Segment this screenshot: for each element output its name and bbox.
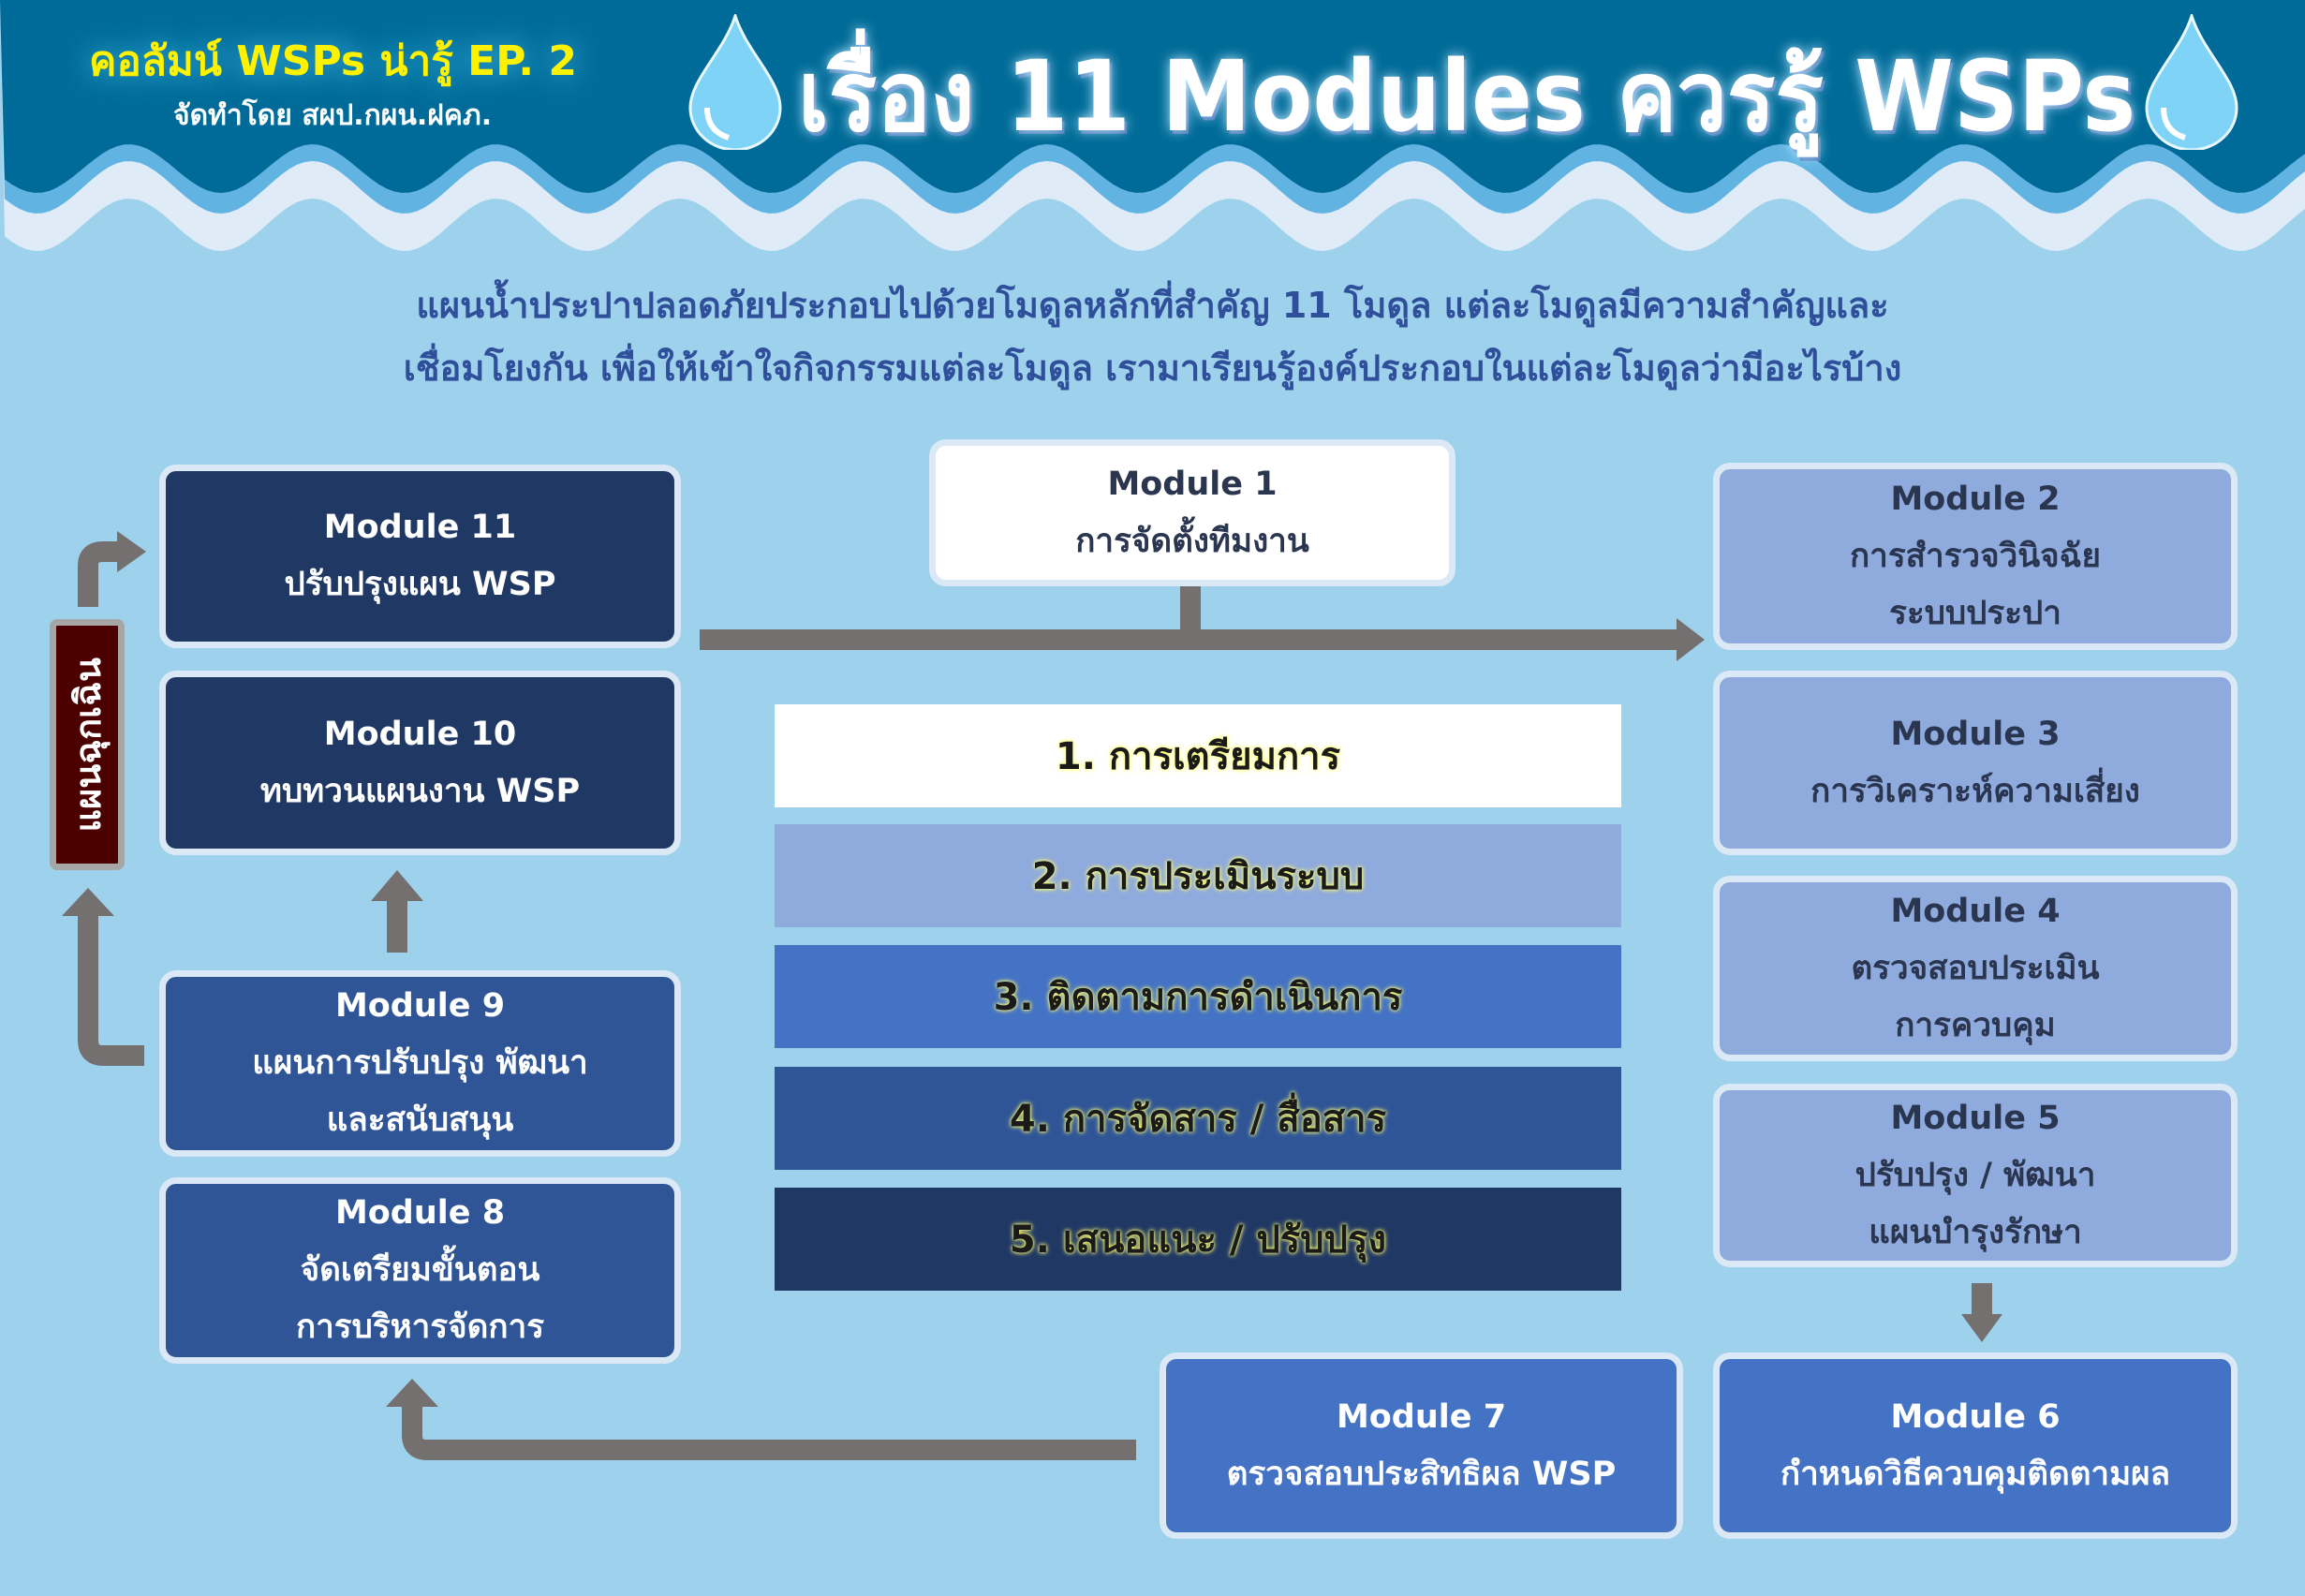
page-title: เรื่อง 11 Modules ควรรู้ WSPs bbox=[798, 39, 2136, 154]
intro-line-1: แผนน้ำประปาปลอดภัยประกอบไปด้วยโมดูลหลักท… bbox=[416, 285, 1889, 326]
arrow-m7-to-m8 bbox=[402, 1405, 1136, 1460]
episode-label: คอลัมน์ WSPs น่ารู้ EP. 2 bbox=[89, 37, 578, 85]
water-drop-icon bbox=[688, 14, 782, 150]
organizer-label: จัดทำโดย สผป.กผน.ฝคภ. bbox=[173, 99, 493, 132]
phase-3: 3. ติดตามการดำเนินการ bbox=[775, 945, 1621, 1048]
intro-line-2: เชื่อมโยงกัน เพื่อให้เข้าใจกิจกรรมแต่ละโ… bbox=[403, 347, 1902, 389]
phase-4: 4. การจัดสาร / สื่อสาร bbox=[775, 1067, 1621, 1170]
water-drop-icon bbox=[2145, 14, 2239, 150]
phase-2: 2. การประเมินระบบ bbox=[775, 824, 1621, 927]
arrowhead bbox=[371, 870, 423, 901]
emergency-plan-text: แผนฉุกเฉิน bbox=[66, 657, 109, 833]
arrow-m9-to-emergency bbox=[78, 913, 144, 1066]
phase-1: 1. การเตรียมการ bbox=[775, 704, 1621, 807]
arrowhead bbox=[62, 888, 114, 916]
header-waves bbox=[0, 0, 2305, 272]
phase-5: 5. เสนอแนะ / ปรับปรุง bbox=[775, 1188, 1621, 1291]
arrowhead bbox=[386, 1379, 438, 1407]
arrowhead bbox=[1677, 618, 1705, 661]
arrow-m1-to-m2 bbox=[700, 586, 1677, 650]
emergency-plan-label: แผนฉุกเฉิน bbox=[50, 619, 125, 870]
arrow-emergency-to-m11 bbox=[78, 541, 117, 607]
arrowhead bbox=[117, 531, 146, 572]
arrowhead bbox=[1961, 1314, 2002, 1342]
